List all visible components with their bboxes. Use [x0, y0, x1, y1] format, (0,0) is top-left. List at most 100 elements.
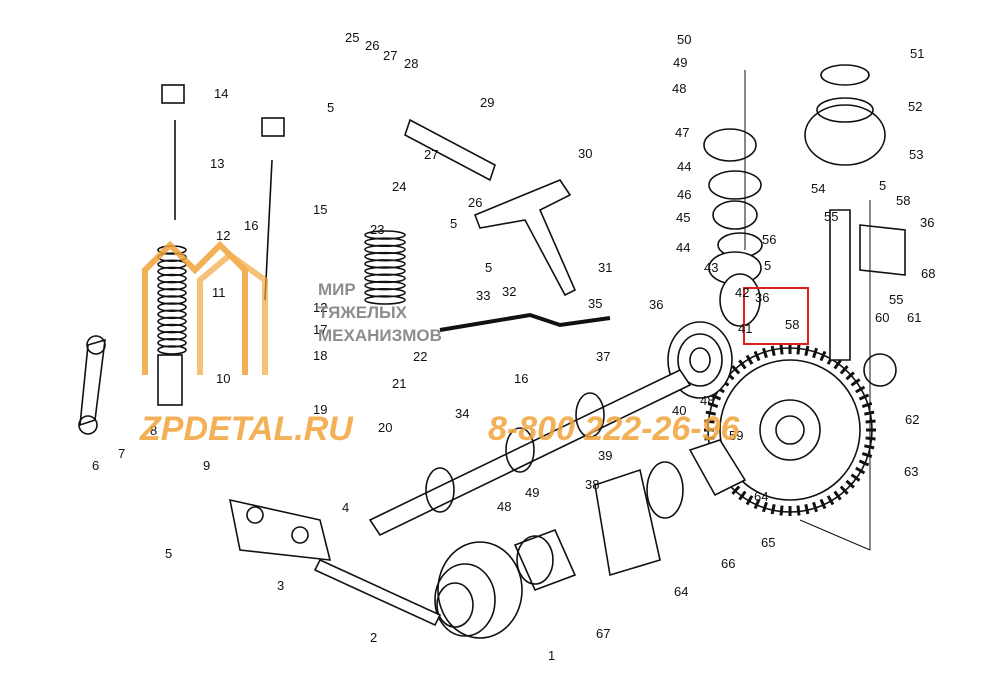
gear-tooth	[770, 504, 776, 515]
gear-tooth	[812, 501, 819, 513]
housing-1	[434, 541, 523, 639]
spring-coil	[157, 330, 187, 341]
spring-coil	[157, 309, 187, 320]
gear-tooth	[819, 498, 827, 510]
gear-tooth	[804, 504, 810, 515]
callout-number: 16	[244, 218, 258, 233]
callout-number: 65	[761, 535, 775, 550]
callout-number: 38	[585, 477, 599, 492]
bushing-67	[513, 528, 577, 592]
gear-tooth	[855, 466, 866, 475]
gear-tooth	[850, 473, 861, 482]
callout-number: 60	[875, 310, 889, 325]
spring-coil	[157, 295, 187, 305]
callout-number: 3	[277, 578, 284, 593]
gear-43	[719, 273, 761, 327]
gear-tooth	[845, 371, 855, 381]
callout-number: 44	[677, 159, 691, 174]
callout-number: 54	[811, 181, 825, 196]
gear-tooth	[745, 354, 754, 365]
callout-number: 30	[578, 146, 592, 161]
callout-number: 36	[649, 297, 663, 312]
spring-11	[157, 245, 187, 355]
spring-coil	[157, 273, 187, 284]
gear-tooth	[707, 401, 719, 408]
callout-number: 48	[700, 393, 714, 408]
callout-number: 55	[889, 292, 903, 307]
callout-number: 8	[150, 423, 157, 438]
callout-number: 9	[203, 458, 210, 473]
bearing-51	[820, 64, 870, 86]
callout-number: 19	[313, 402, 327, 417]
callout-number: 1	[548, 648, 555, 663]
callout-labels: 1234555555678910111212131415161617181920…	[92, 30, 935, 663]
callout-number: 67	[596, 626, 610, 641]
callout-number: 64	[754, 489, 768, 504]
callout-number: 27	[424, 147, 438, 162]
callout-number: 4	[342, 500, 349, 515]
callout-number: 51	[910, 46, 924, 61]
callout-number: 31	[598, 260, 612, 275]
callout-number: 22	[413, 349, 427, 364]
gear-tooth	[864, 410, 875, 416]
gear-tooth	[796, 505, 801, 516]
gear-tooth	[705, 410, 716, 416]
callout-number: 40	[672, 403, 686, 418]
watermark-brand-line2: ТЯЖЕЛЫХ	[318, 303, 408, 322]
spring-coil	[157, 323, 187, 334]
washer-66	[646, 461, 684, 519]
callout-number: 25	[345, 30, 359, 45]
callout-number: 41	[738, 321, 752, 336]
gear-tooth	[858, 459, 870, 467]
gear-tooth	[753, 350, 761, 362]
spring-coil	[364, 295, 406, 305]
spring-coil	[157, 266, 187, 277]
callout-number: 11	[212, 285, 226, 300]
gear-tooth	[738, 490, 747, 501]
watermark-phone: 8-800 222-26-96	[488, 410, 741, 448]
sleeve-10	[157, 354, 183, 406]
callout-number: 63	[904, 464, 918, 479]
callout-number: 5	[450, 216, 457, 231]
gear-tooth	[858, 393, 870, 401]
spring-coil	[157, 288, 187, 298]
gear-tooth	[731, 485, 741, 495]
bracket-36-58	[859, 224, 906, 276]
callout-number: 47	[675, 125, 689, 140]
callout-number: 5	[165, 546, 172, 561]
gear-tooth	[864, 444, 875, 450]
callout-number: 32	[502, 284, 516, 299]
callout-number: 58	[896, 193, 910, 208]
gasket-44	[708, 170, 762, 200]
callout-number: 61	[907, 310, 921, 325]
gear-tooth	[779, 505, 784, 516]
callout-number: 20	[378, 420, 392, 435]
lever-29	[404, 118, 496, 182]
callout-number: 6	[92, 458, 99, 473]
exploded-parts-drawing	[78, 64, 906, 639]
shaft-2	[313, 558, 442, 627]
callout-number: 64	[674, 584, 688, 599]
gear-tooth	[850, 378, 861, 387]
callout-number: 66	[721, 556, 735, 571]
gear-tooth	[745, 495, 754, 506]
callout-number: 21	[392, 376, 406, 391]
callout-number: 18	[313, 348, 327, 363]
callout-number: 13	[210, 156, 224, 171]
camshaft-35	[368, 368, 692, 537]
callout-number: 29	[480, 95, 494, 110]
bearing-46	[712, 200, 758, 230]
rod-15	[264, 159, 273, 301]
callout-number: 49	[525, 485, 539, 500]
callout-number: 50	[677, 32, 691, 47]
callout-number: 12	[216, 228, 230, 243]
spring-coil	[157, 338, 187, 348]
gear-tooth	[839, 365, 849, 375]
callout-number: 49	[673, 55, 687, 70]
gear-tooth	[779, 344, 784, 355]
gear-tooth	[865, 436, 876, 441]
gear-tooth	[855, 385, 866, 394]
callout-number: 62	[905, 412, 919, 427]
callout-number: 17	[313, 322, 327, 337]
callout-number: 44	[676, 240, 690, 255]
